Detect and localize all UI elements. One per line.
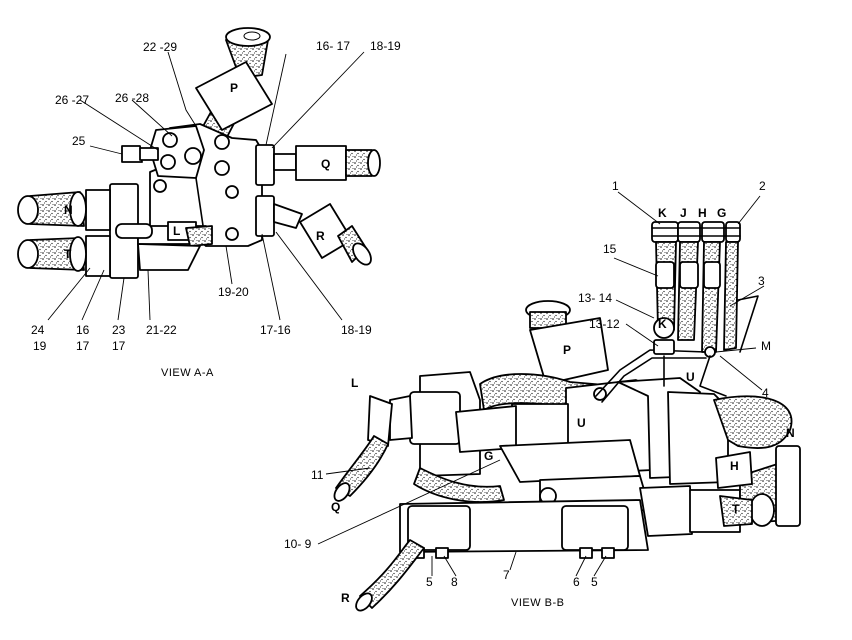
- callout-22-29: 22 -29: [143, 40, 178, 54]
- callout-7: 7: [503, 568, 510, 582]
- port-j: J: [680, 206, 687, 220]
- port-q-b: Q: [331, 500, 341, 514]
- view-a-flanges-right: [255, 144, 381, 266]
- callout-11: 11: [311, 468, 324, 482]
- callout-25: 25: [72, 134, 86, 148]
- port-l-a: L: [173, 224, 181, 238]
- callout-17b: 17: [112, 339, 126, 353]
- port-k-fitting: K: [658, 317, 667, 331]
- callout-13-12: 13-12: [589, 317, 620, 331]
- port-n-a: N: [64, 203, 73, 217]
- port-p-a: P: [230, 81, 239, 95]
- callout-18-19-bottom: 18-19: [341, 323, 372, 337]
- port-h-mid: H: [730, 459, 739, 473]
- callout-19-20: 19-20: [218, 285, 249, 299]
- callout-5b: 5: [591, 575, 598, 589]
- callout-13-14: 13- 14: [578, 291, 613, 305]
- port-q-a: Q: [321, 157, 331, 171]
- port-r-a: R: [316, 229, 325, 243]
- view-b-hoses: [333, 435, 505, 612]
- callout-m: M: [761, 339, 771, 353]
- callout-16: 16: [76, 323, 90, 337]
- callout-2: 2: [759, 179, 766, 193]
- view-a-drawing: [17, 27, 381, 279]
- port-k-top: K: [658, 206, 667, 220]
- view-a-bolt-25: [121, 145, 159, 163]
- view-b-tubes: [595, 317, 727, 403]
- callout-17-16: 17-16: [260, 323, 291, 337]
- port-l-b: L: [351, 376, 359, 390]
- port-r-b: R: [341, 591, 350, 605]
- callout-19: 19: [33, 339, 47, 353]
- view-a-hose-p: [189, 27, 273, 161]
- port-g-top: G: [717, 206, 727, 220]
- port-n-b: N: [786, 426, 795, 440]
- callout-26-28: 26 -28: [115, 91, 150, 105]
- view-b-drawing: [333, 221, 801, 612]
- view-b-pump-body: [367, 371, 801, 537]
- port-u-b: U: [686, 370, 695, 384]
- view-b-lower-manifold: [399, 499, 649, 559]
- callout-24: 24: [31, 323, 45, 337]
- callout-18-19-top: 18-19: [370, 39, 401, 53]
- callout-21-22: 21-22: [146, 323, 177, 337]
- view-a-title: VIEW A-A: [161, 367, 214, 379]
- port-t-b: T: [732, 502, 740, 516]
- view-a-hoses-left: [17, 183, 213, 279]
- port-t-a: T: [64, 247, 72, 261]
- port-h-top: H: [698, 206, 707, 220]
- port-p-b: P: [563, 343, 572, 357]
- callout-1: 1: [612, 179, 619, 193]
- callout-17a: 17: [76, 339, 90, 353]
- callout-3: 3: [758, 274, 765, 288]
- view-a-leaders: [47, 51, 365, 321]
- callout-5a: 5: [426, 575, 433, 589]
- callout-16-17: 16- 17: [316, 39, 351, 53]
- view-b-valve-bank: [651, 221, 759, 353]
- callout-26-27: 26 -27: [55, 93, 90, 107]
- callout-8: 8: [451, 575, 458, 589]
- callout-10-9: 10- 9: [284, 537, 312, 551]
- view-b-block-p: [525, 300, 609, 385]
- view-a-manifold: [149, 123, 263, 247]
- callout-23: 23: [112, 323, 126, 337]
- callout-15: 15: [603, 242, 617, 256]
- callout-4: 4: [762, 386, 769, 400]
- view-b-title: VIEW B-B: [511, 597, 565, 609]
- callout-6: 6: [573, 575, 580, 589]
- port-g-mid: G: [484, 449, 494, 463]
- port-u-a: U: [577, 416, 586, 430]
- view-b-leaders: [317, 191, 765, 577]
